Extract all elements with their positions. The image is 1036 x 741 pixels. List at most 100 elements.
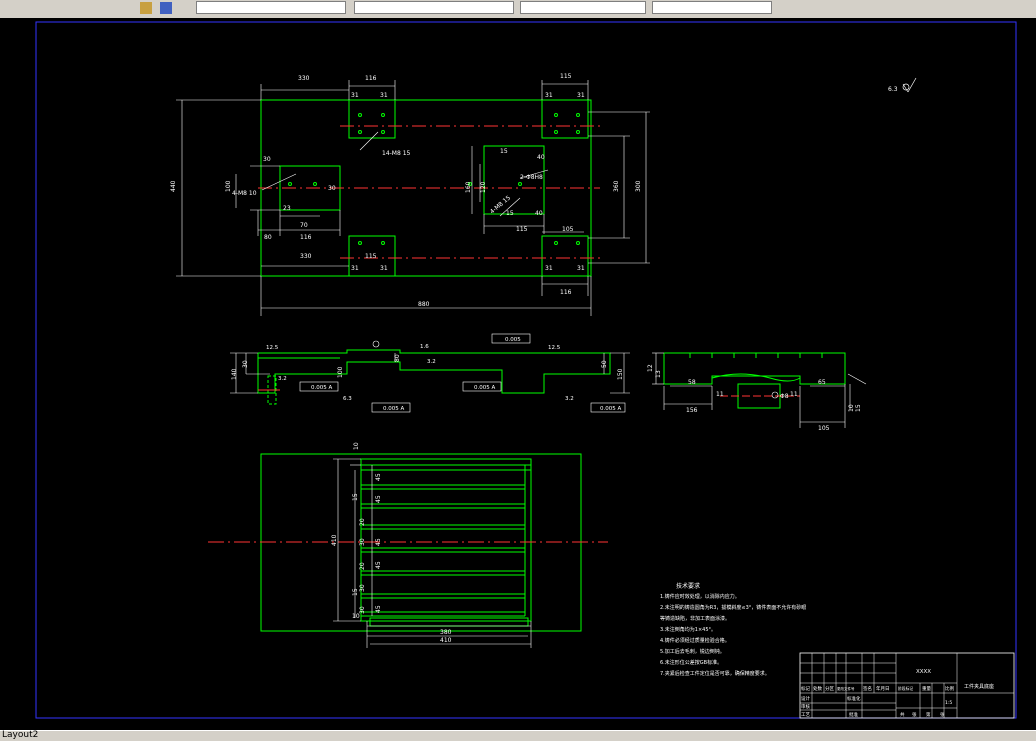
toolbar-spacer [780,1,1036,14]
gdt-value-2: 0.005 A [311,385,332,391]
dim-total: 880 [418,301,430,308]
front-outline [257,349,611,394]
dim-top-3: 115 [560,73,572,80]
tb-label-stage: 阶段标记 [898,686,913,691]
slot-spacer-1: 15 [352,493,359,501]
tb-header-2: 处数 [813,685,822,692]
dim-top-s3: 31 [545,92,553,99]
front-rough-1: 12.5 [266,345,279,351]
front-dim-h4: 50 [601,360,608,368]
layout-tab[interactable]: Layout2 [2,730,39,740]
note-line-1: 1.铸件应时效处理，以消除内应力。 [660,593,740,600]
front-dim-h1: 140 [231,368,238,380]
dim-lb-h: 100 [225,180,232,192]
slot-dim-outer: 410 [440,637,452,644]
notes-title: 技术要求 [676,582,700,590]
slot-inner-pocket [360,458,532,622]
front-dim-h2: 80 [394,354,401,362]
note-line-3: 等铸造缺陷，非加工表面涂漆。 [660,615,730,622]
front-rough-7: 12.5 [548,345,561,351]
dim-bot-3: 116 [560,289,572,296]
tb-row-design: 设计 [801,695,810,702]
dim-bot-s4: 31 [577,265,585,272]
side-view: 12 13 58 156 11 11 65 105 10 15 Φ8 [647,352,867,432]
dim-lb-w1: 70 [300,222,308,229]
layer-dropdown[interactable] [196,1,346,14]
note-line-2: 2.未注明的铸造圆角为R3，拔模斜度≤3°，铸件表面不允许有砂眼 [660,604,806,611]
slot-short-1: 30 [359,538,366,546]
gdt-frame-4 [462,381,502,392]
dim-bot-1: 330 [300,253,312,260]
lineweight-dropdown[interactable] [652,1,772,14]
plan-slot-br [541,235,589,277]
gdt-frame-3 [371,402,411,413]
plan-slot-tr [541,99,589,139]
slot-ribs [361,464,531,617]
side-dim-w3: 11 [716,391,724,398]
slot-pitch-5: 45 [375,605,382,613]
dim-lb-s2: 23 [283,205,291,212]
side-outline [663,352,846,385]
global-roughness: 6.3 [888,86,898,93]
slot-dim-top-gap: 10 [353,442,360,450]
gdt-value-4: 0.005 A [474,385,495,391]
status-bar: Layout2 [0,730,1036,741]
slot-dim-bottom-gap: 10 [352,613,360,620]
tb-label-weight: 重量 [922,685,931,692]
note-line-5: 4.铸件必须经过质量检验合格。 [660,637,730,644]
match-properties-icon[interactable] [140,2,152,14]
tb-approve: 批准 [849,711,858,718]
linetype-dropdown[interactable] [520,1,646,14]
slot-view: 410 10 10 45 45 45 45 45 15 20 20 15 30 … [208,442,608,648]
front-dim-r1: 30 [242,360,249,368]
dim-rb-c: 15 [506,210,514,217]
note-line-4: 3.未注倒角均为1×45°。 [660,626,716,633]
side-dim-w4: 11 [790,391,798,398]
title-code: XXXX [916,669,931,675]
side-dim-h4: 15 [855,404,862,412]
dim-top-2: 116 [365,75,377,82]
tb-sheet-3: 第 [926,711,931,718]
dim-lb-s1: 30 [263,156,271,163]
dim-right-h1: 360 [613,180,620,192]
dim-bot-s3: 31 [545,265,553,272]
color-dropdown[interactable] [354,1,514,14]
front-rough-5: 3.2 [565,396,574,402]
technical-notes: 技术要求 1.铸件应时效处理，以消除内应力。 2.未注明的铸造圆角为R3，拔模斜… [660,582,806,677]
tb-header-5: 签名 [863,685,872,692]
slot-pitch-1: 45 [375,473,382,481]
dim-rb-w2: 105 [562,226,574,233]
layer-icon[interactable] [160,2,172,14]
side-dim-h1: 12 [647,364,654,372]
side-dim-w2: 156 [686,407,698,414]
slot-pitch-2: 45 [375,495,382,503]
drawing-canvas[interactable]: 330 116 115 31 31 31 31 440 360 300 14-M… [0,18,1036,730]
dim-lb-w2: 116 [300,234,312,241]
roughness-circle-icon [372,340,380,348]
slot-pitch-4: 45 [375,561,382,569]
dim-rb-w1: 115 [516,226,528,233]
front-rough-3: 1.6 [420,344,429,350]
slot-short-3: 30 [359,606,366,614]
right-block [483,145,545,215]
front-rough-2: 3.2 [278,376,287,382]
dim-rb-b: 40 [537,154,545,161]
gdt-value-1: 0.005 [505,337,521,343]
title-block: XXXX 工件夹具底座 标记 处数 分区 更改文件号 签名 年月日 设计 审核 … [799,652,1015,719]
front-dim-h5: 150 [617,368,624,380]
slot-pitch-3: 45 [375,538,382,546]
front-rough-6: 3.2 [427,359,436,365]
side-dim-h3: 10 [848,404,855,412]
tb-sheet-1: 共 [900,711,905,718]
dim-lb-offset: 80 [264,234,272,241]
hole-note-right1: 2-Φ8H8 [520,174,543,181]
front-rough-4: 6.3 [343,396,352,402]
side-dim-dia: Φ8 [780,393,789,400]
dim-top-1: 330 [298,75,310,82]
dim-rb-h2: 120 [480,181,487,193]
slot-spacer-4: 15 [352,588,359,596]
dim-left-height: 440 [170,180,177,192]
front-view: 140 30 80 100 50 150 0.005 0.005 A 0.005… [230,333,630,413]
plan-view: 330 116 115 31 31 31 31 440 360 300 14-M… [170,73,917,316]
side-dim-w6: 105 [818,425,830,432]
